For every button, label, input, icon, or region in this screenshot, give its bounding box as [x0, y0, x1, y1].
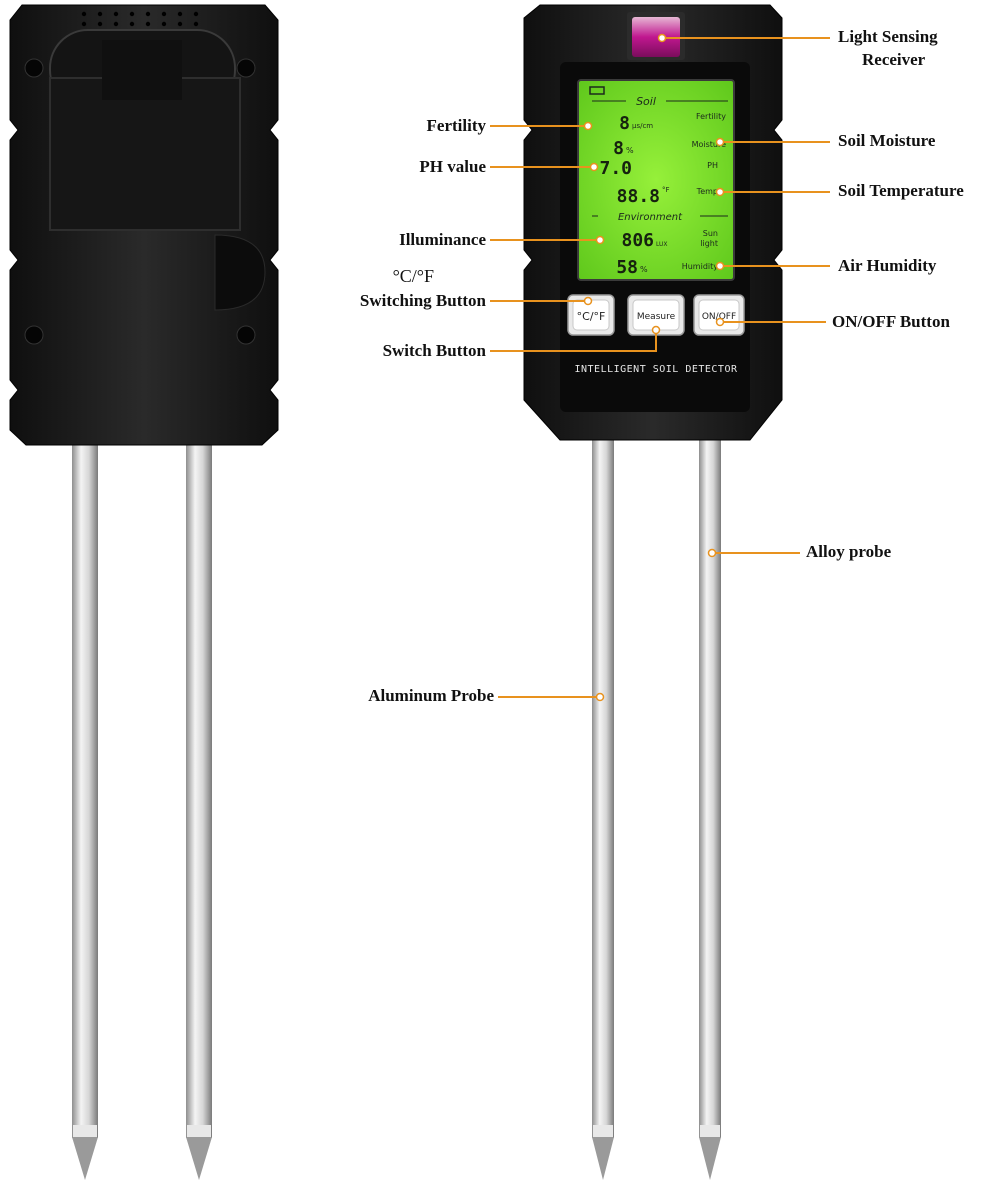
leader-switch-button: [490, 330, 657, 352]
callout-switching-button: Switching Button: [359, 291, 486, 310]
back-battery-bump: [214, 234, 266, 311]
callout-soil-moisture: Soil Moisture: [838, 131, 936, 150]
callout-aluminum-probe: Aluminum Probe: [368, 686, 494, 705]
light-sensor-icon: [632, 17, 680, 57]
back-probe-right-ring: [187, 1125, 211, 1137]
lcd-value-moisture: 8: [613, 138, 624, 159]
device-brand-line: INTELLIGENT SOIL DETECTOR: [574, 364, 737, 375]
back-probe-left-ring: [73, 1125, 97, 1137]
alloy-probe: [699, 440, 721, 1138]
callout-unit-symbol: °C/°F: [392, 266, 434, 286]
lcd-value-humidity: 58: [616, 257, 638, 278]
lcd-label-moisture: Moisture: [692, 140, 727, 149]
lcd-unit-light: LUX: [656, 241, 668, 248]
unit-switch-button[interactable]: °C/°F: [567, 294, 615, 336]
lcd-label-humidity: Humidity: [682, 262, 719, 271]
lcd-unit-moisture: %: [626, 146, 634, 155]
front-probe-right-ring: [700, 1125, 720, 1137]
power-button-label: ON/OFF: [702, 312, 736, 322]
back-view-device: [9, 4, 279, 1180]
front-view-device: Soil Fertility 8 μs/cm Moisture 8 % PH 7…: [523, 4, 783, 1180]
lcd-unit-fertility: μs/cm: [632, 122, 653, 130]
callout-leaders: [490, 37, 830, 698]
back-clip-center: [102, 40, 182, 100]
callout-soil-temperature: Soil Temperature: [838, 181, 964, 200]
callout-switch-button: Switch Button: [382, 341, 486, 360]
callout-illuminance: Illuminance: [399, 230, 486, 249]
callout-alloy-probe: Alloy probe: [806, 542, 892, 561]
front-probe-right-tip: [699, 1137, 721, 1180]
front-probe-left-ring: [593, 1125, 613, 1137]
lcd-unit-temp: °F: [662, 186, 670, 194]
callout-fertility: Fertility: [426, 116, 486, 135]
front-probe-left-tip: [592, 1137, 614, 1180]
lcd-unit-humidity: %: [640, 265, 648, 274]
screw-icon: [236, 58, 256, 78]
lcd-value-ph: 7.0: [599, 158, 632, 179]
screw-icon: [24, 58, 44, 78]
lcd-section-soil: Soil: [636, 95, 656, 108]
unit-switch-button-label: °C/°F: [577, 310, 606, 323]
measure-button-label: Measure: [637, 312, 676, 322]
screw-icon: [236, 325, 256, 345]
lcd-value-light: 806: [621, 230, 654, 251]
screw-icon: [24, 325, 44, 345]
lcd-screen: [577, 79, 735, 281]
callout-dots: [583, 33, 725, 702]
lcd-section-environment: Environment: [618, 212, 683, 223]
back-probe-right-tip: [186, 1137, 212, 1180]
lcd-label-temp: Temp: [696, 187, 718, 196]
callout-receiver: Receiver: [862, 50, 926, 69]
lcd-value-fertility: 8: [619, 113, 630, 134]
lcd-label-fertility: Fertility: [696, 112, 726, 121]
back-vent-holes: [81, 11, 199, 27]
callout-on-off-button: ON/OFF Button: [832, 312, 950, 331]
back-probe-left-tip: [72, 1137, 98, 1180]
callout-ph-value: PH value: [419, 157, 486, 176]
lcd-label-sun: Sun: [703, 229, 718, 238]
callout-air-humidity: Air Humidity: [838, 256, 937, 275]
measure-button[interactable]: Measure: [627, 294, 685, 336]
aluminum-probe: [592, 440, 614, 1138]
lcd-label-ph: PH: [707, 161, 718, 170]
battery-icon: [589, 86, 605, 95]
back-clip-plate: [49, 77, 241, 231]
lcd-label-light: light: [700, 239, 718, 248]
callout-light-sensing: Light Sensing: [838, 27, 938, 46]
power-button[interactable]: ON/OFF: [693, 294, 745, 336]
lcd-value-temp: 88.8: [617, 186, 660, 207]
